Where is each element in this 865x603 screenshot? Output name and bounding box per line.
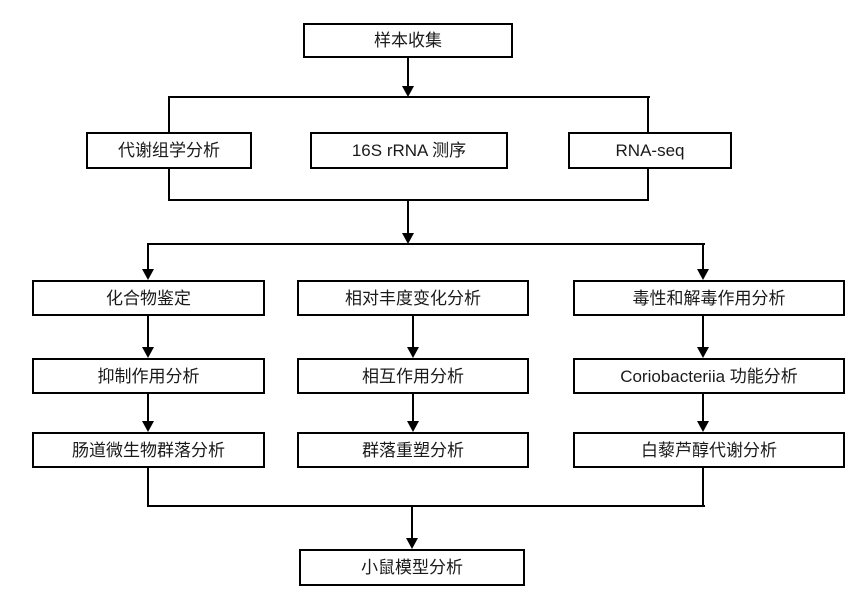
connector-col2-shaft-b xyxy=(412,394,414,422)
node-rna-seq: RNA-seq xyxy=(568,132,732,169)
arrowhead-down-icon xyxy=(402,233,414,244)
connector-splitter1-left-drop xyxy=(168,97,170,132)
arrowhead-down-icon xyxy=(697,347,709,358)
node-resveratrol-metabolism: 白藜芦醇代谢分析 xyxy=(573,432,845,468)
arrowhead-down-icon xyxy=(407,347,419,358)
connector-col3-shaft-a xyxy=(702,316,704,348)
node-gut-microbiota: 肠道微生物群落分析 xyxy=(32,432,265,468)
arrowhead-down-icon xyxy=(402,86,414,97)
node-inhibition: 抑制作用分析 xyxy=(32,358,265,394)
node-relative-abundance: 相对丰度变化分析 xyxy=(297,280,529,316)
node-interaction: 相互作用分析 xyxy=(297,358,529,394)
connector-merge2 xyxy=(147,505,705,507)
arrowhead-down-icon xyxy=(697,269,709,280)
connector-col1-shaft-a xyxy=(147,316,149,348)
connector-col2-shaft-a xyxy=(412,316,414,348)
arrowhead-down-icon xyxy=(697,421,709,432)
node-community-remodeling: 群落重塑分析 xyxy=(297,432,529,468)
arrowhead-down-icon xyxy=(142,347,154,358)
connector-center-shaft-2 xyxy=(411,506,413,539)
connector-splitter1-right-drop xyxy=(647,97,649,132)
connector-splitter2 xyxy=(147,243,705,245)
node-metabolomics: 代谢组学分析 xyxy=(86,132,252,169)
connector-merge1-left-drop xyxy=(168,169,170,200)
connector-splitter2-left-drop xyxy=(147,244,149,270)
connector-merge2-right-drop xyxy=(702,468,704,506)
node-mouse-model: 小鼠模型分析 xyxy=(299,549,525,586)
connector-top-shaft xyxy=(407,58,409,88)
connector-splitter1 xyxy=(168,96,650,98)
arrowhead-down-icon xyxy=(142,421,154,432)
arrowhead-down-icon xyxy=(142,269,154,280)
node-compound-identification: 化合物鉴定 xyxy=(32,280,265,316)
connector-merge2-left-drop xyxy=(147,468,149,506)
connector-center-shaft-1 xyxy=(407,200,409,234)
arrowhead-down-icon xyxy=(407,421,419,432)
connector-col3-shaft-b xyxy=(702,394,704,422)
connector-splitter2-right-drop xyxy=(702,244,704,270)
node-toxicity-detox: 毒性和解毒作用分析 xyxy=(573,280,845,316)
node-16s-rrna-sequencing: 16S rRNA 测序 xyxy=(310,132,508,169)
connector-col1-shaft-b xyxy=(147,394,149,422)
node-sample-collection: 样本收集 xyxy=(303,23,513,58)
connector-merge1-right-drop xyxy=(647,169,649,200)
arrowhead-down-icon xyxy=(406,538,418,549)
node-coriobacteriia-function: Coriobacteriia 功能分析 xyxy=(573,358,845,394)
